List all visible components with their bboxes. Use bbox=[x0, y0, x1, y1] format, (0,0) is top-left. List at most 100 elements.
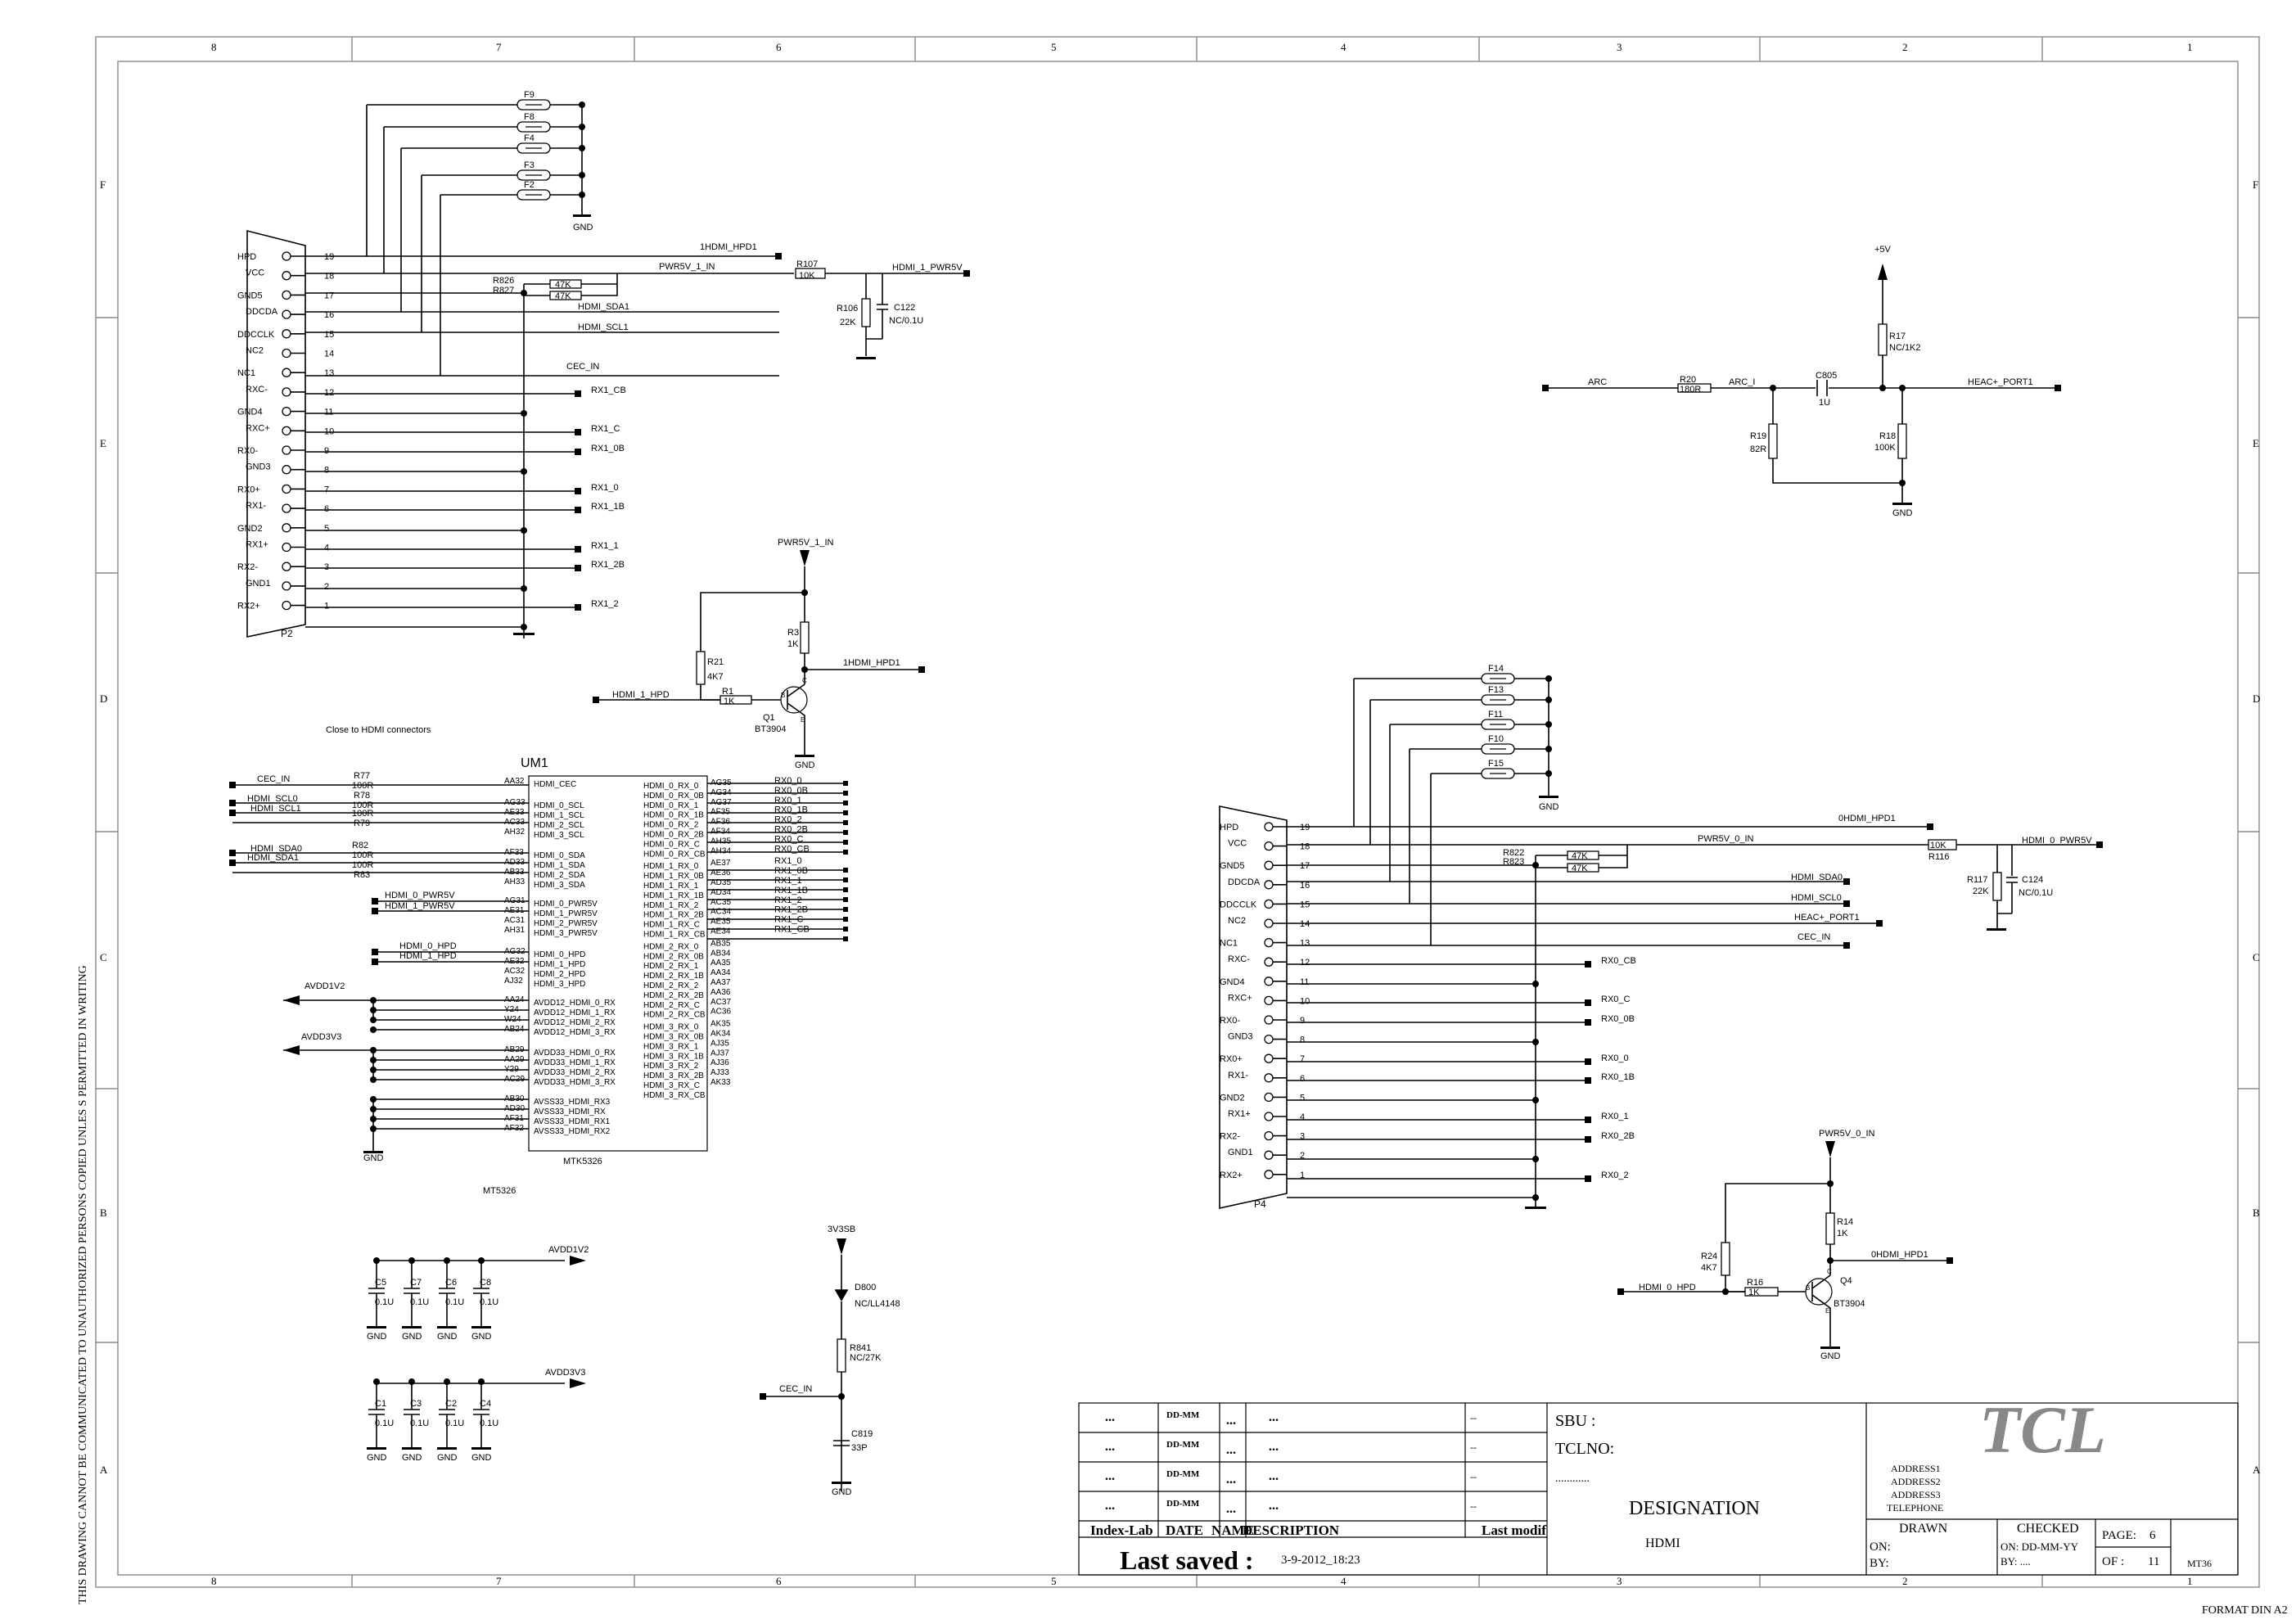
r826-val: 47K bbox=[555, 280, 571, 290]
um1-right-ball-14: AE35 bbox=[710, 918, 731, 927]
p2-pin-num-8: 11 bbox=[324, 408, 333, 417]
p2-pwr-out: HDMI_1_PWR5V bbox=[892, 263, 963, 273]
p2-pin-name-15: RX1+ bbox=[246, 540, 268, 550]
tb-row-desc-0: ... bbox=[1269, 1410, 1279, 1424]
um1-right-ball-8: AE37 bbox=[710, 859, 731, 868]
dec-row1-gnd-2: GND bbox=[437, 1332, 458, 1342]
frame-col-top-0: 8 bbox=[211, 41, 217, 53]
p2-fuse-gnd: GND bbox=[573, 223, 593, 232]
r78-ref: R78 bbox=[354, 791, 370, 801]
tb-row-date-1: DD-MM bbox=[1166, 1440, 1200, 1450]
um1-right-net-10: RX1_1 bbox=[774, 876, 802, 886]
um1-left-name-9: HDMI_0_PWR5V bbox=[534, 900, 598, 909]
dec-row1-val-3: 0.1U bbox=[480, 1297, 498, 1307]
q1-ref: Q1 bbox=[763, 713, 775, 723]
p4-fuse-2: F11 bbox=[1488, 710, 1503, 720]
p2-net-sda: HDMI_SDA1 bbox=[578, 302, 629, 312]
r77-val: 100R bbox=[352, 781, 373, 791]
r20-val: 180R bbox=[1680, 385, 1701, 395]
dec-row2-val-2: 0.1U bbox=[445, 1419, 464, 1428]
c124-ref: C124 bbox=[2022, 875, 2043, 885]
arc-circuit: ARC R20 180R ARC_I C805 1U HEAC+_PORT1 R… bbox=[1542, 245, 2061, 518]
r82-val: 100R bbox=[352, 850, 373, 860]
um1-left-name-19: AVDD12_HDMI_2_RX bbox=[534, 1018, 616, 1027]
p4-net-sda: HDMI_SDA0 bbox=[1791, 873, 1843, 882]
dec-row1-ref-0: C5 bbox=[375, 1278, 386, 1288]
p4-pin-num-8: 11 bbox=[1300, 977, 1309, 987]
p4-pin-name-6: NC1 bbox=[1220, 939, 1238, 949]
p2-net-scl: HDMI_SCL1 bbox=[578, 323, 629, 332]
dec-row1-val-1: 0.1U bbox=[410, 1297, 429, 1307]
frame-col-bottom-0: 8 bbox=[211, 1575, 217, 1587]
um1-right-ball-29: AJ33 bbox=[710, 1068, 729, 1077]
p4-pin-name-4: DDCCLK bbox=[1220, 900, 1257, 909]
tb-company-logo: TCL bbox=[1979, 1392, 2106, 1467]
um1-left-name-4: HDMI_3_SCL bbox=[534, 831, 584, 840]
p2-pin-name-1: VCC bbox=[246, 268, 264, 278]
um1-right-name-24: HDMI_3_RX_0 bbox=[643, 1023, 699, 1032]
um1-right-ball-10: AD35 bbox=[710, 878, 731, 887]
p2-pin-num-4: 15 bbox=[324, 330, 334, 340]
dec-row2-gnd-0: GND bbox=[367, 1453, 387, 1463]
dec-avdd12: AVDD1V2 bbox=[548, 1245, 589, 1255]
um1-left-name-8: HDMI_3_SDA bbox=[534, 881, 585, 890]
c122-val: NC/0.1U bbox=[889, 316, 923, 326]
um1-net-cec: CEC_IN bbox=[257, 774, 290, 784]
um1-right-ball-22: AC37 bbox=[710, 998, 731, 1007]
tb-row-index-0: ... bbox=[1105, 1410, 1115, 1424]
p4-pin-num-9: 10 bbox=[1300, 996, 1310, 1006]
c124-val: NC/0.1U bbox=[2019, 888, 2053, 898]
frame-row-left-4: B bbox=[100, 1207, 107, 1219]
p4-fuse-3: F10 bbox=[1488, 734, 1504, 744]
p4-pin-num-13: 6 bbox=[1300, 1074, 1305, 1084]
tb-head-name: NAME bbox=[1211, 1522, 1254, 1538]
q4-c: C bbox=[1827, 1268, 1832, 1275]
um1-net-avdd33: AVDD3V3 bbox=[301, 1032, 341, 1042]
frame-col-top-7: 1 bbox=[2187, 41, 2193, 53]
um1-right-name-31: HDMI_3_RX_CB bbox=[643, 1091, 706, 1100]
um1-right-ball-17: AB34 bbox=[710, 949, 731, 958]
um1-left-name-7: HDMI_2_SDA bbox=[534, 871, 585, 880]
frame-col-bottom-1: 7 bbox=[496, 1575, 502, 1587]
p2-pin-num-2: 17 bbox=[324, 291, 334, 300]
p4-fuse-gnd: GND bbox=[1539, 802, 1559, 812]
tb-row-index-2: ... bbox=[1105, 1469, 1115, 1483]
um1-right-ball-6: AH35 bbox=[710, 837, 731, 846]
r17-ref: R17 bbox=[1889, 332, 1906, 341]
q1-e: E bbox=[801, 716, 805, 724]
r116-ref: R116 bbox=[1928, 852, 1949, 862]
um1-net-scl0: HDMI_SCL0 bbox=[247, 794, 298, 804]
p4-pin-num-10: 9 bbox=[1300, 1016, 1305, 1026]
um1-net-sda0: HDMI_SDA0 bbox=[250, 844, 302, 854]
p2-rx-0: RX1_CB bbox=[591, 386, 626, 395]
p2-rx-4: RX1_1B bbox=[591, 502, 625, 512]
um1-left-name-13: HDMI_0_HPD bbox=[534, 950, 585, 959]
q1-gnd: GND bbox=[795, 760, 815, 770]
um1-right-name-29: HDMI_3_RX_2B bbox=[643, 1071, 704, 1080]
hpd1-out: 1HDMI_HPD1 bbox=[843, 658, 900, 668]
um1-net-pwr1: HDMI_1_PWR5V bbox=[385, 901, 455, 911]
r106-val: 22K bbox=[840, 318, 856, 327]
tb-drawn: DRAWN bbox=[1899, 1522, 1948, 1536]
um1-right-ball-12: AC35 bbox=[710, 898, 731, 907]
dec-row1-gnd-0: GND bbox=[367, 1332, 387, 1342]
um1-soc: MT5326 bbox=[483, 1186, 516, 1196]
p2-pin-name-0: HPD bbox=[237, 252, 256, 262]
p4-rx-5: RX0_1 bbox=[1601, 1112, 1629, 1121]
d800-ref: D800 bbox=[855, 1283, 876, 1292]
p2-pin-num-7: 12 bbox=[324, 388, 334, 398]
p4-pin-name-11: GND3 bbox=[1228, 1032, 1253, 1042]
um1-left-name-21: AVDD33_HDMI_0_RX bbox=[534, 1049, 616, 1058]
p4-fuse-1: F13 bbox=[1488, 685, 1504, 695]
um1-right-name-11: HDMI_1_RX_1B bbox=[643, 891, 704, 900]
um1-left-name-3: HDMI_2_SCL bbox=[534, 821, 584, 830]
dec-row1-ref-2: C6 bbox=[445, 1278, 457, 1288]
r822-ref: R822 bbox=[1503, 848, 1524, 858]
dec-row1-ref-3: C8 bbox=[480, 1278, 491, 1288]
p4-net-heac: HEAC+_PORT1 bbox=[1794, 913, 1860, 923]
p2-pin-num-15: 4 bbox=[324, 544, 329, 553]
um1-net-hpd0: HDMI_0_HPD bbox=[399, 941, 457, 951]
um1-chip: MTK5326 bbox=[563, 1157, 602, 1166]
r19-ref: R19 bbox=[1750, 431, 1766, 441]
